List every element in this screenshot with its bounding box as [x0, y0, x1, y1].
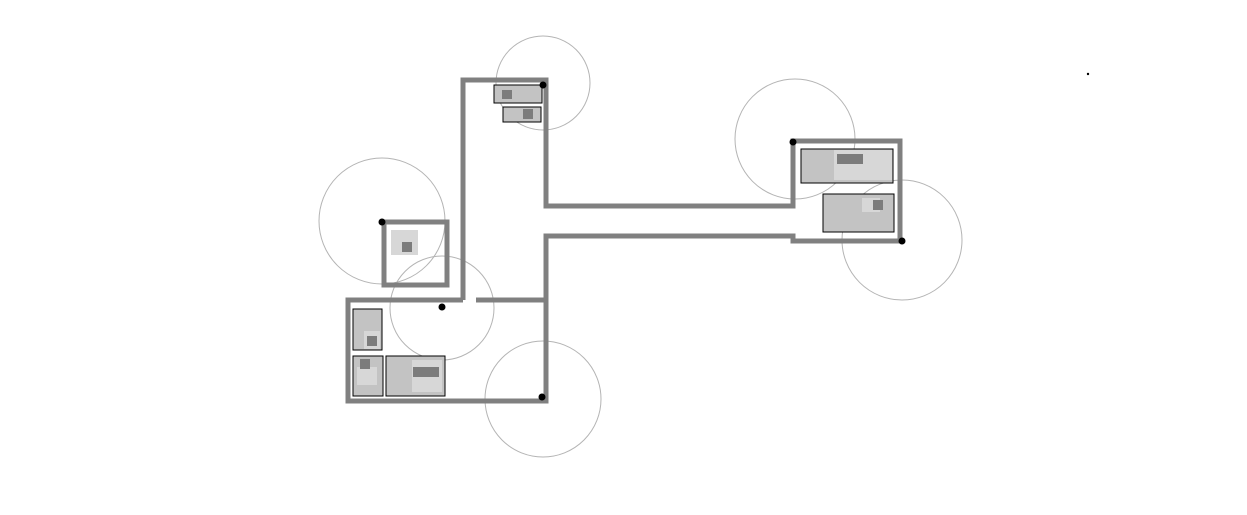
- furniture-item: [800, 148, 894, 184]
- furniture-group: [352, 84, 895, 397]
- furniture-item: [352, 355, 384, 397]
- sensor-range-top: [495, 35, 591, 131]
- wall-small-room: [381, 219, 450, 288]
- furniture-item: [493, 84, 543, 104]
- furniture-item: [822, 193, 895, 233]
- sensor-node: [898, 237, 906, 245]
- walls: [345, 77, 903, 404]
- sensor-nodes: [378, 72, 1090, 401]
- furniture-item: [352, 308, 383, 351]
- wall-lower-room: [345, 297, 549, 404]
- sensor-node: [539, 81, 547, 89]
- furniture-item: [385, 355, 446, 397]
- sensor-node: [538, 393, 546, 401]
- furniture-item: [502, 106, 542, 123]
- sensor-node: [789, 138, 797, 146]
- sensor-node: [438, 303, 446, 311]
- wall-main-upper: [460, 77, 903, 303]
- furniture-item: [391, 230, 418, 255]
- stray-point: [1086, 72, 1090, 76]
- sensor-node: [378, 218, 386, 226]
